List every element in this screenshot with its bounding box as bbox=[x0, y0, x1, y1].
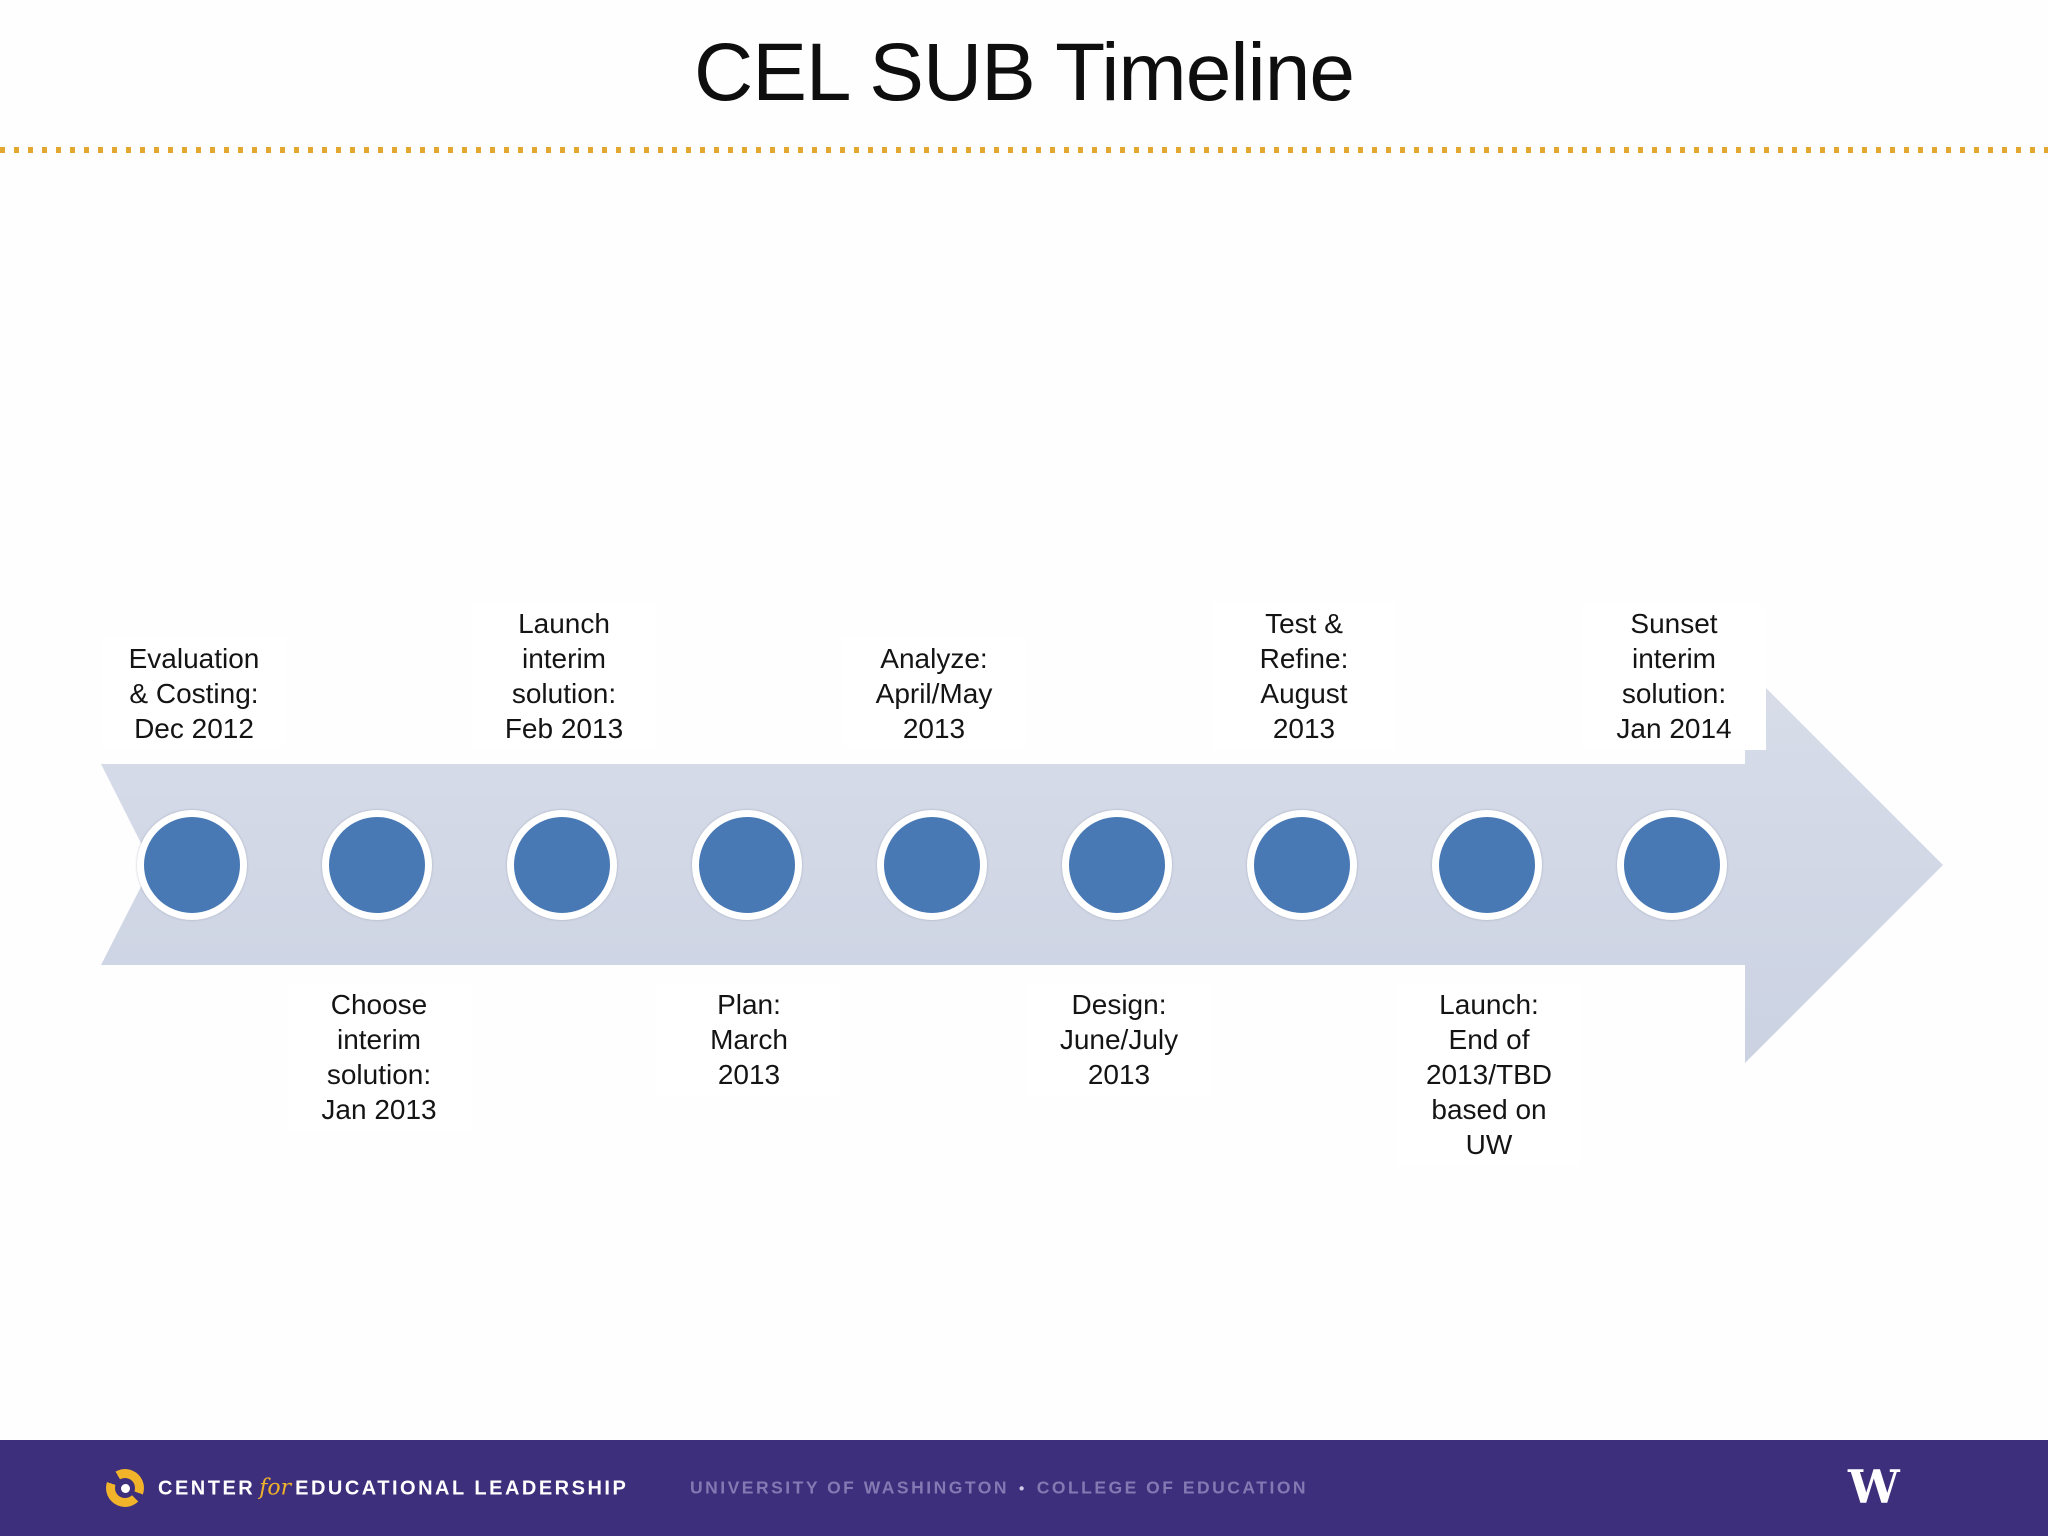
milestone-dot-2 bbox=[322, 810, 432, 920]
university-line: UNIVERSITY OF WASHINGTON • COLLEGE OF EDUC… bbox=[690, 1478, 1308, 1499]
org-for-text: for bbox=[259, 1475, 292, 1501]
org-rest-text: EDUCATIONAL LEADERSHIP bbox=[295, 1477, 629, 1500]
milestone-label-1: Evaluation & Costing: Dec 2012 bbox=[102, 637, 286, 750]
milestone-label-3: Launch interim solution: Feb 2013 bbox=[472, 602, 656, 750]
cel-swirl-logo-icon bbox=[106, 1469, 144, 1507]
university-text: UNIVERSITY OF WASHINGTON bbox=[690, 1477, 1009, 1498]
milestone-label-7: Test & Refine: August 2013 bbox=[1212, 602, 1396, 750]
milestone-dot-8 bbox=[1432, 810, 1542, 920]
milestone-dot-9 bbox=[1617, 810, 1727, 920]
milestone-dot-5 bbox=[877, 810, 987, 920]
slide-title: CEL SUB Timeline bbox=[694, 27, 1355, 118]
uw-w-logo: W bbox=[1848, 1459, 1900, 1514]
milestone-dot-6 bbox=[1062, 810, 1172, 920]
college-text: COLLEGE OF EDUCATION bbox=[1036, 1477, 1309, 1498]
bullet-separator: • bbox=[1018, 1480, 1027, 1498]
milestone-dot-3 bbox=[507, 810, 617, 920]
dotted-divider bbox=[0, 147, 2048, 153]
milestone-dot-4 bbox=[692, 810, 802, 920]
milestone-dot-7 bbox=[1247, 810, 1357, 920]
milestone-label-2: Choose interim solution: Jan 2013 bbox=[287, 983, 471, 1131]
org-center-text: CENTER bbox=[158, 1477, 256, 1500]
milestone-label-4: Plan: March 2013 bbox=[657, 983, 841, 1096]
milestone-label-9: Sunset interim solution: Jan 2014 bbox=[1582, 602, 1766, 750]
milestone-label-5: Analyze: April/May 2013 bbox=[842, 637, 1026, 750]
milestone-dot-1 bbox=[137, 810, 247, 920]
milestone-label-8: Launch: End of 2013/TBD based on UW bbox=[1397, 983, 1581, 1166]
arrow-shape bbox=[101, 667, 1943, 1063]
milestone-label-6: Design: June/July 2013 bbox=[1027, 983, 1211, 1096]
